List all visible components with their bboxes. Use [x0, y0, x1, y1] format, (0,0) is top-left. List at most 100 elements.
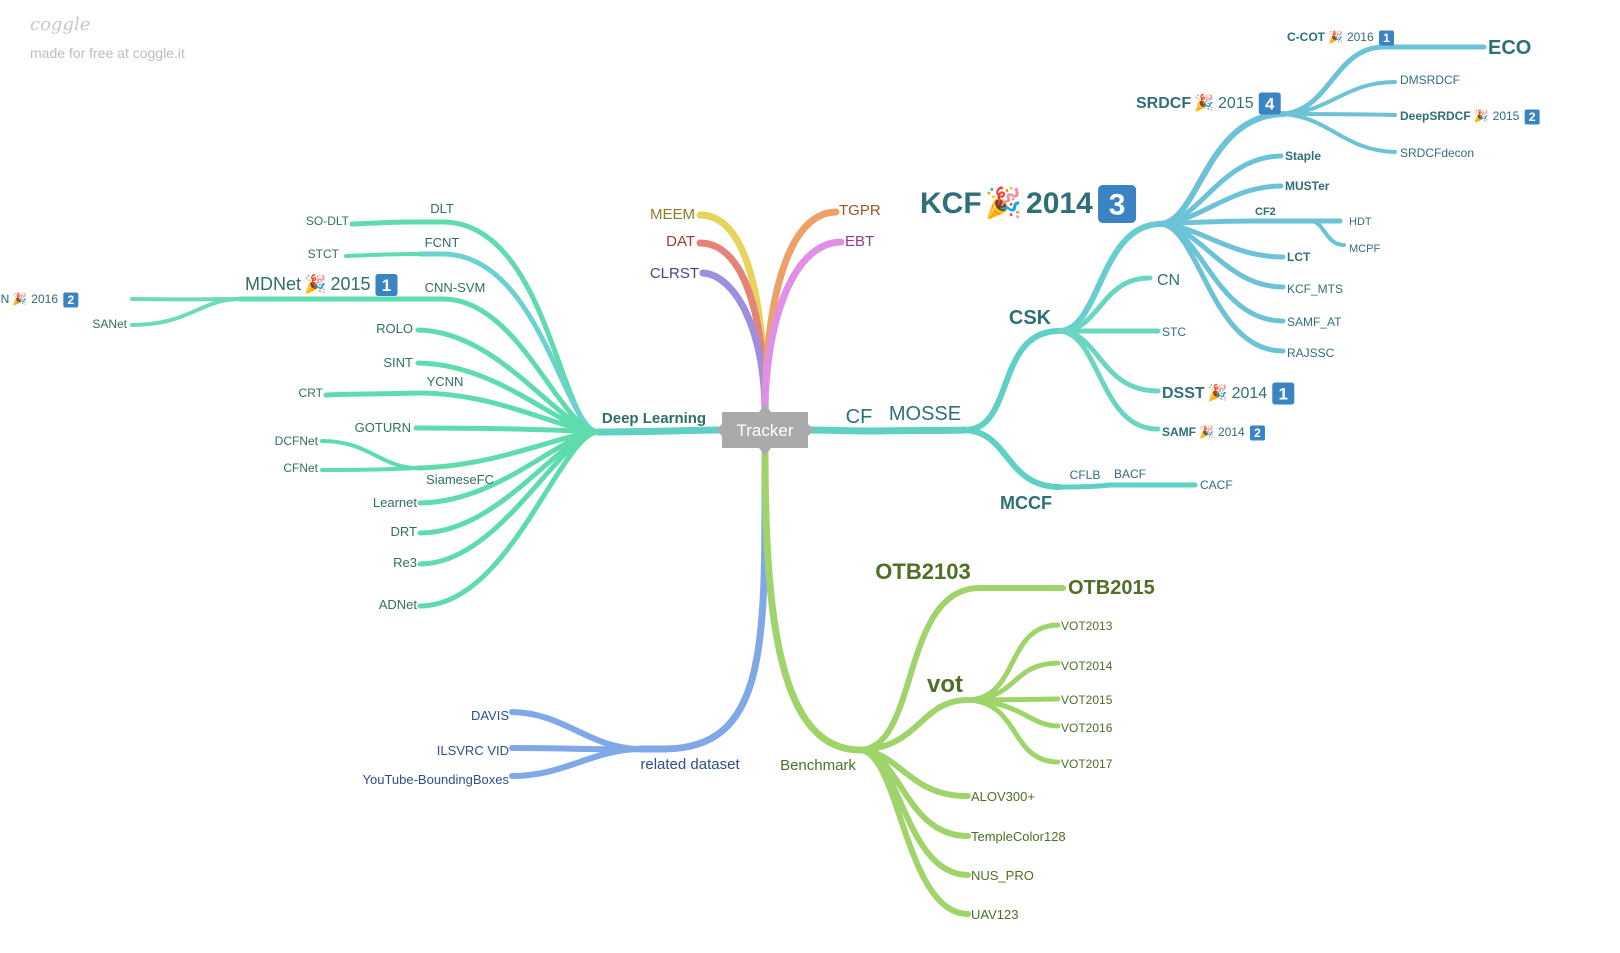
node-label-dmsrdcf[interactable]: DMSRDCF — [1400, 73, 1460, 87]
node-samf[interactable]: SAMF🎉2014 — [1162, 425, 1245, 439]
node-davis[interactable]: DAVIS — [471, 708, 509, 723]
node-label-cf[interactable]: CF — [846, 406, 873, 428]
root-node[interactable]: Tracker — [716, 404, 814, 456]
node-vot[interactable]: vot — [927, 671, 963, 698]
node-label-alov[interactable]: ALOV300+ — [971, 789, 1035, 804]
node-stc[interactable]: STC — [1162, 325, 1186, 339]
node-kcfmts[interactable]: KCF_MTS — [1287, 282, 1343, 296]
node-label-meem[interactable]: MEEM — [650, 206, 695, 223]
node-hdt[interactable]: HDT — [1349, 216, 1372, 228]
node-mosse[interactable]: MOSSE — [889, 403, 961, 425]
node-staple[interactable]: Staple — [1285, 149, 1321, 163]
node-kcf[interactable]: KCF🎉2014 — [920, 185, 1093, 221]
node-label-deepsrdcf[interactable]: DeepSRDCF — [1400, 109, 1471, 123]
node-label-clrst[interactable]: CLRST — [650, 265, 699, 282]
node-dmsrdcf[interactable]: DMSRDCF — [1400, 73, 1460, 87]
node-label-rolo[interactable]: ROLO — [376, 321, 413, 336]
node-label-ycnn[interactable]: YCNN — [427, 374, 464, 389]
node-label-cacf[interactable]: CACF — [1200, 478, 1233, 492]
node-label-bacf[interactable]: BACF — [1114, 467, 1146, 481]
node-label-vot2016[interactable]: VOT2016 — [1061, 721, 1113, 735]
root-node-label[interactable]: Tracker — [737, 421, 794, 440]
coggle-logo[interactable]: coggle — [30, 14, 91, 35]
node-cn[interactable]: CN — [1157, 272, 1180, 289]
node-mdnet[interactable]: MDNet🎉2015 — [245, 273, 370, 295]
node-mccf[interactable]: MCCF — [1000, 493, 1052, 513]
node-vot2015[interactable]: VOT2015 — [1061, 693, 1113, 707]
node-clrst[interactable]: CLRST — [650, 265, 699, 282]
root-node-box[interactable] — [722, 412, 808, 448]
node-label-tc128[interactable]: TempleColor128 — [971, 829, 1066, 844]
node-label-samfat[interactable]: SAMF_AT — [1287, 315, 1342, 329]
node-eco[interactable]: ECO — [1488, 37, 1531, 59]
node-sint[interactable]: SINT — [383, 355, 413, 370]
node-label-hdt[interactable]: HDT — [1349, 216, 1372, 228]
node-label-vot2017[interactable]: VOT2017 — [1061, 757, 1113, 771]
node-label-mccf[interactable]: MCCF — [1000, 493, 1052, 513]
node-label-tgpr[interactable]: TGPR — [839, 202, 881, 219]
node-label-re3[interactable]: Re3 — [393, 555, 417, 570]
node-crt[interactable]: CRT — [299, 386, 324, 400]
node-label-vot2015[interactable]: VOT2015 — [1061, 693, 1113, 707]
node-label-dlt[interactable]: DLT — [430, 201, 454, 216]
node-deep[interactable]: Deep Learning — [602, 410, 706, 427]
node-label-learnet[interactable]: Learnet — [373, 495, 417, 510]
node-meem[interactable]: MEEM — [650, 206, 695, 223]
node-ytbb[interactable]: YouTube-BoundingBoxes — [363, 772, 510, 787]
node-tgpr[interactable]: TGPR — [839, 202, 881, 219]
node-fcnt[interactable]: FCNT — [425, 235, 460, 250]
node-drt[interactable]: DRT — [391, 524, 418, 539]
node-label-siamesefc[interactable]: SiameseFC — [426, 472, 494, 487]
node-csk[interactable]: CSK — [1009, 307, 1052, 329]
node-label-deep[interactable]: Deep Learning — [602, 410, 706, 427]
node-ilsvrc[interactable]: ILSVRC VID — [437, 743, 509, 758]
node-label-muster[interactable]: MUSTer — [1285, 179, 1330, 193]
node-label-mdnet[interactable]: MDNet — [245, 274, 301, 294]
node-alov[interactable]: ALOV300+ — [971, 789, 1035, 804]
node-label-dat[interactable]: DAT — [666, 233, 695, 250]
node-otb2103[interactable]: OTB2103 — [875, 559, 970, 584]
node-label-otb2015[interactable]: OTB2015 — [1068, 577, 1155, 599]
node-label-cnnsvm[interactable]: CNN-SVM — [425, 280, 486, 295]
node-label-vot2014[interactable]: VOT2014 — [1061, 659, 1113, 673]
node-label-cn[interactable]: CN — [1157, 272, 1180, 289]
node-dcfnet[interactable]: DCFNet — [275, 434, 319, 448]
node-otb2015[interactable]: OTB2015 — [1068, 577, 1155, 599]
node-related[interactable]: related dataset — [640, 756, 740, 773]
node-uav123[interactable]: UAV123 — [971, 907, 1018, 922]
node-label-kcf[interactable]: KCF — [920, 187, 982, 220]
node-label-cf2[interactable]: CF2 — [1255, 206, 1276, 218]
node-dat[interactable]: DAT — [666, 233, 695, 250]
node-tc128[interactable]: TempleColor128 — [971, 829, 1066, 844]
node-label-ilsvrc[interactable]: ILSVRC VID — [437, 743, 509, 758]
node-label-cflb[interactable]: CFLB — [1070, 468, 1101, 482]
node-mcpf[interactable]: MCPF — [1349, 243, 1380, 255]
node-label-stc[interactable]: STC — [1162, 325, 1186, 339]
node-deepsrdcf[interactable]: DeepSRDCF🎉2015 — [1400, 109, 1520, 123]
node-label-lct[interactable]: LCT — [1287, 250, 1311, 264]
coggle-tagline[interactable]: made for free at coggle.it — [30, 45, 185, 61]
node-label-sint[interactable]: SINT — [383, 355, 413, 370]
node-lct[interactable]: LCT — [1287, 250, 1311, 264]
node-label-ytbb[interactable]: YouTube-BoundingBoxes — [363, 772, 510, 787]
node-cflb[interactable]: CFLB — [1070, 468, 1101, 482]
node-vot2013[interactable]: VOT2013 — [1061, 619, 1113, 633]
node-learnet[interactable]: Learnet — [373, 495, 417, 510]
node-label-eco[interactable]: ECO — [1488, 37, 1531, 59]
node-label-uav123[interactable]: UAV123 — [971, 907, 1018, 922]
node-label-cfnet[interactable]: CFNet — [283, 461, 318, 475]
node-cfnet[interactable]: CFNet — [283, 461, 318, 475]
node-label-srdcfdecon[interactable]: SRDCFdecon — [1400, 146, 1474, 160]
node-label-dsst[interactable]: DSST — [1162, 385, 1205, 402]
node-vot2014[interactable]: VOT2014 — [1061, 659, 1113, 673]
node-cnnsvm[interactable]: CNN-SVM — [425, 280, 486, 295]
node-label-related[interactable]: related dataset — [640, 756, 740, 773]
node-label-csk[interactable]: CSK — [1009, 307, 1052, 329]
node-label-staple[interactable]: Staple — [1285, 149, 1321, 163]
node-dlt[interactable]: DLT — [430, 201, 454, 216]
node-ycnn[interactable]: YCNN — [427, 374, 464, 389]
node-adnet[interactable]: ADNet — [379, 597, 418, 612]
node-muster[interactable]: MUSTer — [1285, 179, 1330, 193]
